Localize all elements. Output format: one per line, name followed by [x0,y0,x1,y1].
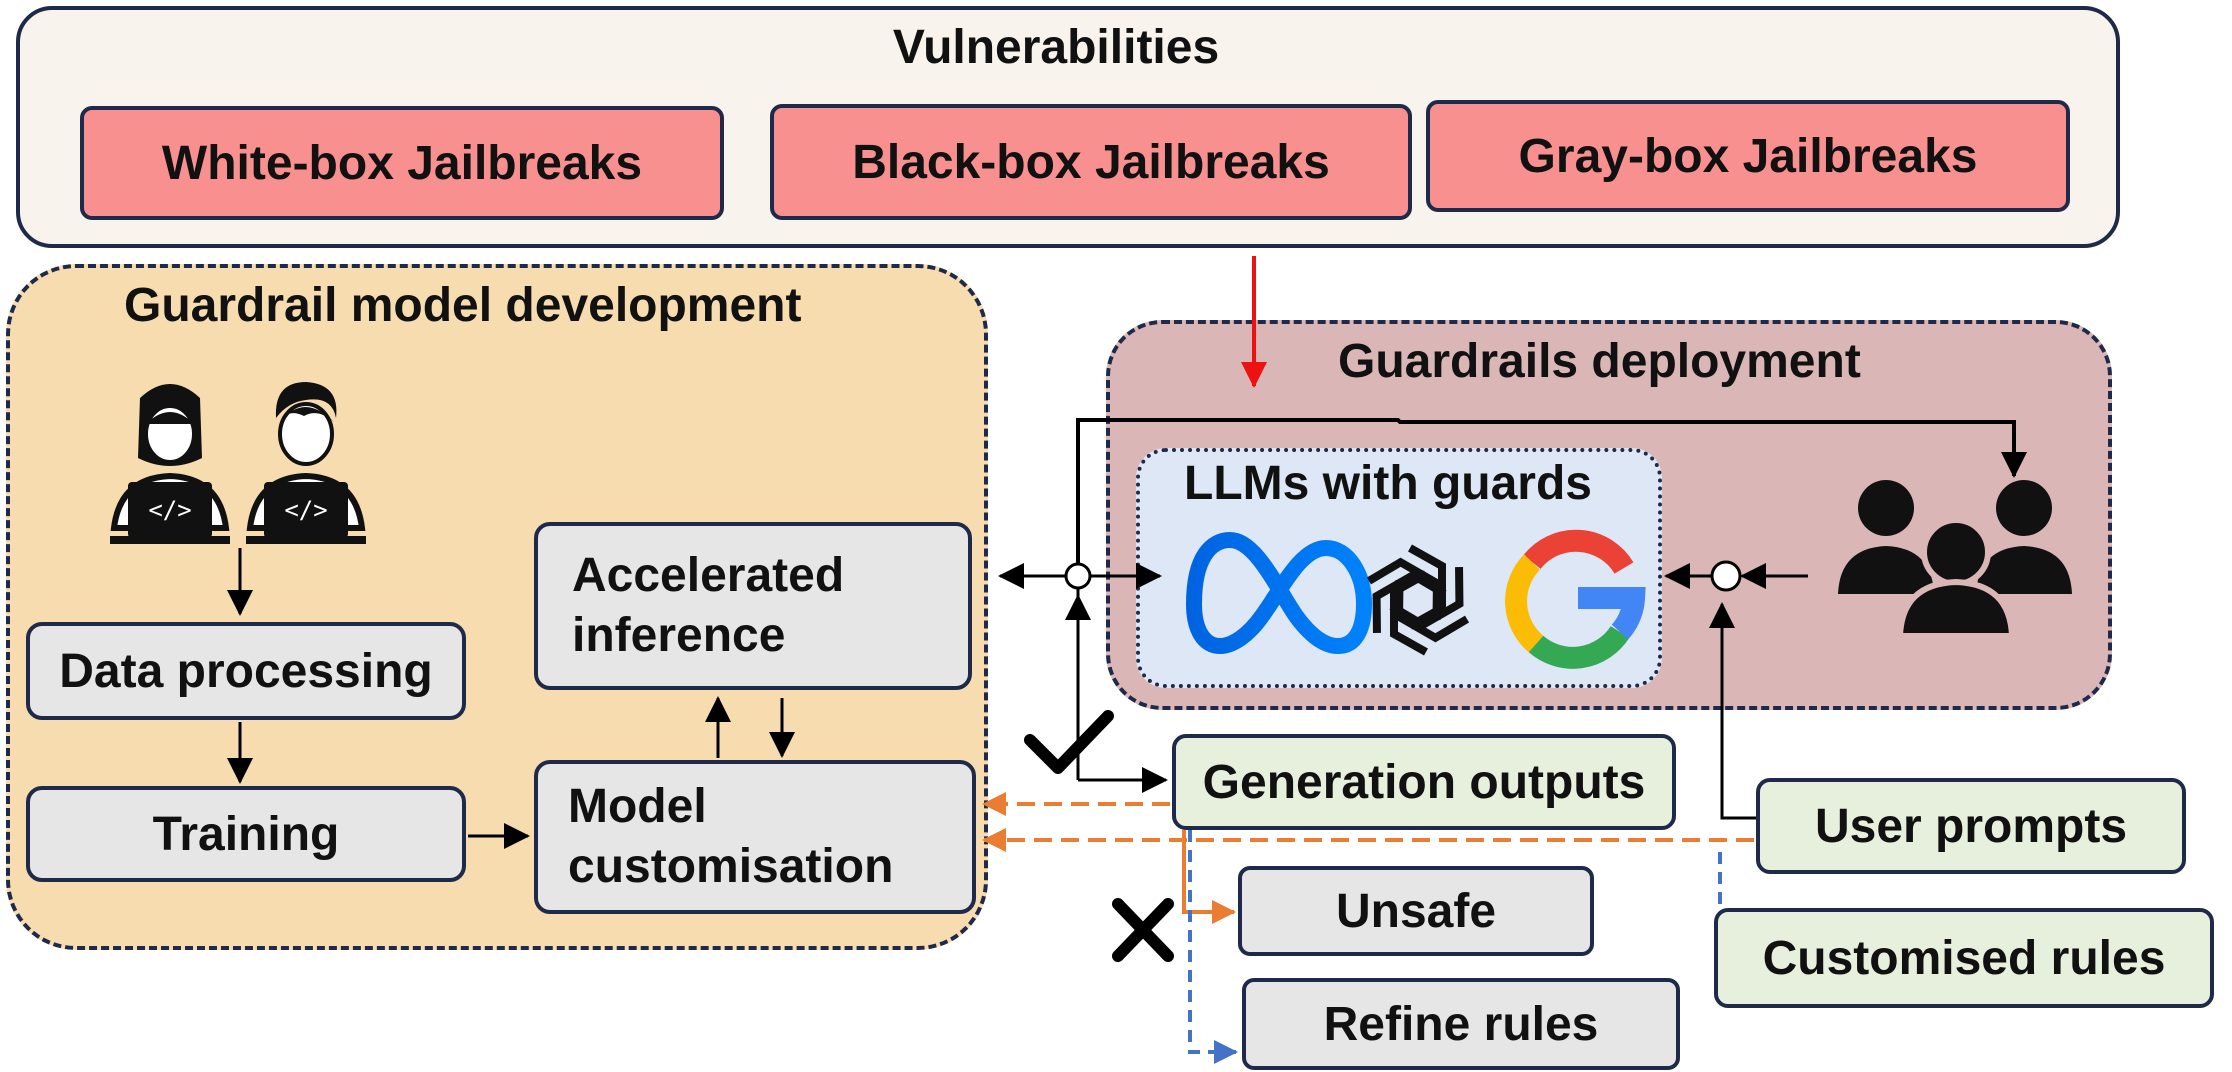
to-refine-arrow [1188,830,1238,1064]
right-junction [1710,560,1742,592]
customisation-line-2: customisation [568,840,894,893]
top-loop-line [1076,418,2027,564]
openai-logo-icon [1366,544,1470,656]
cross-icon [1112,898,1174,962]
check-icon [1024,710,1114,774]
training-box: Training [26,786,466,882]
white-box-jailbreaks: White-box Jailbreaks [80,106,724,220]
svg-text:</>: </> [148,496,191,524]
customisation-line-1: Model [568,780,707,833]
accelerated-line-1: Accelerated [572,549,845,602]
google-logo-icon [1505,529,1646,669]
accelerated-inference-box: Accelerated inference [534,522,972,690]
model-customisation-box: Model customisation [534,760,976,914]
prompts-to-junction-arrow [1709,602,1756,820]
generation-outputs-box: Generation outputs [1172,734,1676,830]
refine-rules-box: Refine rules [1242,978,1680,1070]
svg-text:</>: </> [284,496,327,524]
black-box-jailbreaks: Black-box Jailbreaks [770,104,1412,220]
user-prompts-box: User prompts [1756,778,2186,874]
user-group-icon [1838,480,2072,639]
meta-logo-icon [1186,532,1372,654]
left-junction [1064,562,1092,590]
data-processing-box: Data processing [26,622,466,720]
development-title: Guardrail model development [124,279,802,332]
unsafe-box: Unsafe [1238,866,1594,956]
to-unsafe-arrow [1182,830,1236,924]
llm-title: LLMs with guards [1184,457,1592,510]
deployment-title: Guardrails deployment [1338,335,1861,388]
vulnerabilities-title: Vulnerabilities [892,21,1220,74]
accelerated-line-2: inference [572,609,786,662]
developer-laptop-icon: </> </> [110,382,366,544]
customised-rules-box: Customised rules [1714,908,2214,1008]
gray-box-jailbreaks: Gray-box Jailbreaks [1426,100,2070,212]
